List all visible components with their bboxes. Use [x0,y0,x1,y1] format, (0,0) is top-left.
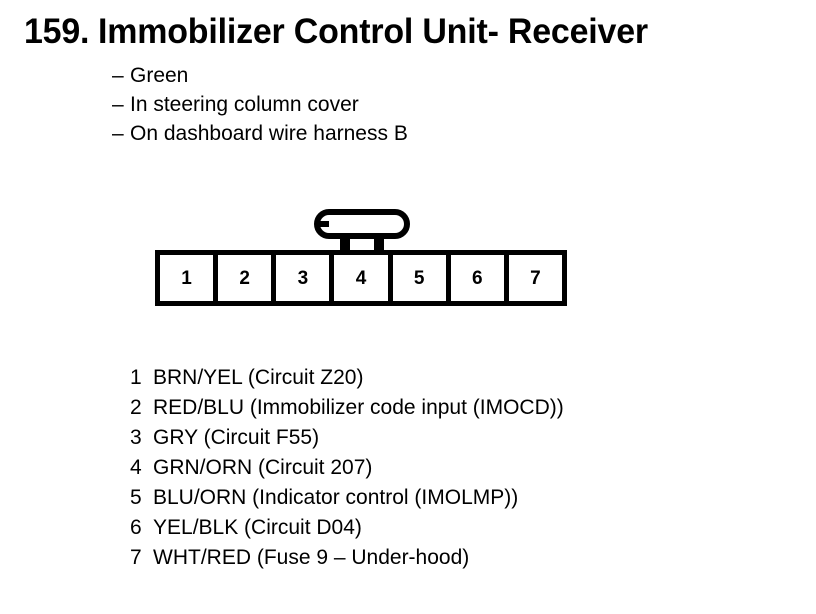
connector-pin-cell: 6 [450,255,509,301]
latch-stem-left [340,233,350,253]
connector-body: 1 2 3 4 5 6 7 [155,250,567,306]
diagram-number: 159. [24,12,90,51]
pin-number: 1 [181,267,192,289]
connector-pin-cell: 4 [334,255,393,301]
pin-legend-number: 3 [130,426,142,449]
connector-pin-cell: 5 [392,255,451,301]
pin-legend: 1 BRN/YEL (Circuit Z20) 2 RED/BLU (Immob… [130,363,564,573]
pin-legend-description: BRN/YEL (Circuit Z20) [153,366,364,389]
pin-legend-number: 2 [130,396,142,419]
pin-legend-row: 5 BLU/ORN (Indicator control (IMOLMP)) [130,483,564,513]
diagram-title-text: Immobilizer Control Unit- Receiver [98,12,648,51]
pin-legend-description: YEL/BLK (Circuit D04) [153,516,362,539]
dash-icon: – [112,93,124,116]
latch-stem-right [374,233,384,253]
pin-legend-row: 3 GRY (Circuit F55) [130,423,564,453]
pin-legend-number: 6 [130,516,142,539]
notes-list: –Green –In steering column cover –On das… [112,61,408,148]
pin-legend-description: RED/BLU (Immobilizer code input (IMOCD)) [153,396,564,419]
pin-legend-description: GRN/ORN (Circuit 207) [153,456,373,479]
connector-latch-icon [314,209,410,253]
dash-icon: – [112,122,124,145]
pin-number: 3 [297,267,309,289]
note-item: –In steering column cover [112,90,408,119]
pin-number: 4 [355,267,367,289]
pin-legend-description: BLU/ORN (Indicator control (IMOLMP)) [153,486,519,509]
connector-diagram: 1 2 3 4 5 6 7 [155,209,567,307]
note-item: –Green [112,61,408,90]
pin-legend-row: 6 YEL/BLK (Circuit D04) [130,513,564,543]
pin-number: 6 [471,267,483,289]
pin-legend-number: 4 [130,456,142,479]
pin-legend-number: 7 [130,546,142,569]
latch-cap [314,209,410,239]
pin-legend-row: 2 RED/BLU (Immobilizer code input (IMOCD… [130,393,564,423]
pin-legend-description: WHT/RED (Fuse 9 – Under-hood) [153,546,470,569]
connector-pin-cell: 3 [276,255,335,301]
pin-legend-number: 5 [130,486,142,509]
page-title: 159.Immobilizer Control Unit- Receiver [24,12,648,52]
pin-legend-number: 1 [130,366,142,389]
pin-number: 2 [239,267,250,289]
pin-number: 5 [413,267,425,289]
connector-pin-cell: 2 [218,255,277,301]
latch-notch [320,221,329,227]
pin-legend-row: 1 BRN/YEL (Circuit Z20) [130,363,564,393]
dash-icon: – [112,64,124,87]
pin-legend-row: 4 GRN/ORN (Circuit 207) [130,453,564,483]
connector-pin-cell: 1 [160,255,219,301]
pin-legend-row: 7 WHT/RED (Fuse 9 – Under-hood) [130,543,564,573]
note-item: –On dashboard wire harness B [112,119,408,148]
note-text: In steering column cover [130,93,359,116]
note-text: Green [130,64,189,87]
connector-pin-cell: 7 [508,255,562,301]
pin-legend-description: GRY (Circuit F55) [153,426,320,449]
note-text: On dashboard wire harness B [130,122,408,145]
pin-number: 7 [530,267,541,289]
